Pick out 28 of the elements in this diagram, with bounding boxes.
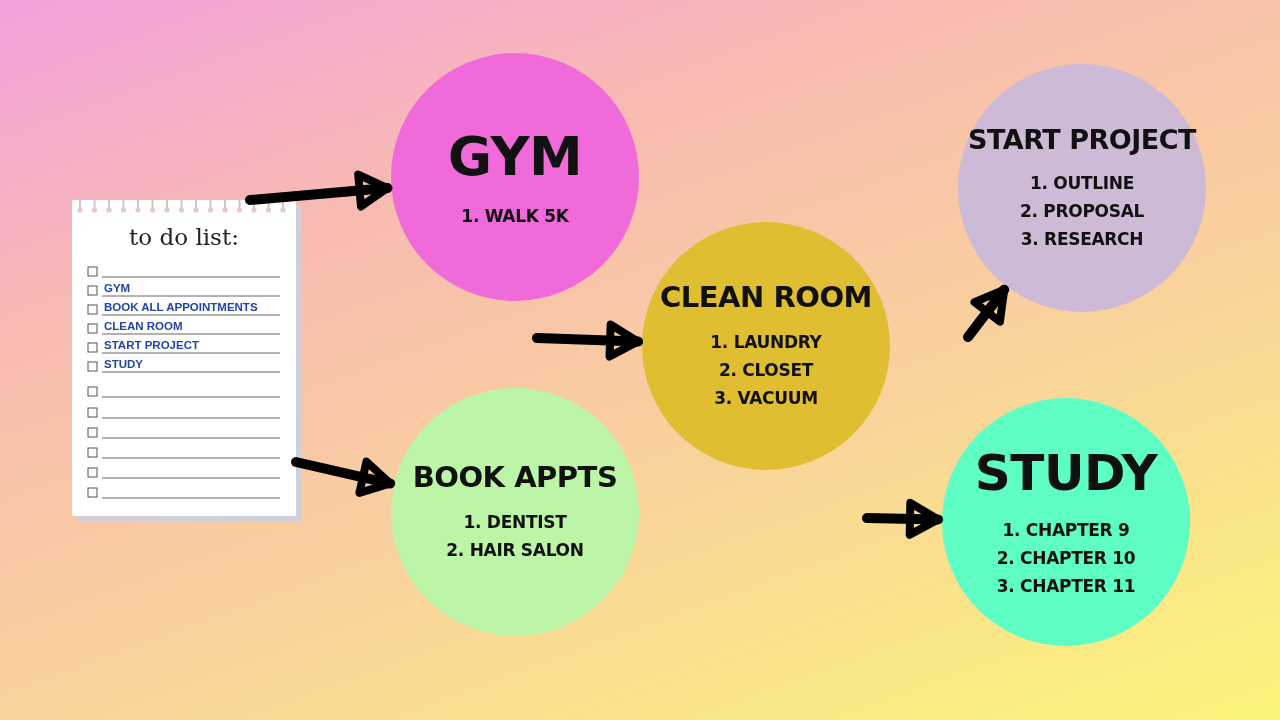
task-item: 1. OUTLINE <box>1029 171 1135 195</box>
task-item: 2. PROPOSAL <box>1019 199 1145 223</box>
task-item: 1. DENTIST <box>463 511 567 534</box>
task-item: 3. VACUUM <box>714 387 818 410</box>
list-item: BOOK ALL APPOINTMENTS <box>104 300 258 314</box>
arrow <box>245 170 393 211</box>
task-item: 2. CHAPTER 10 <box>996 547 1136 570</box>
list-item: START PROJECT <box>104 338 199 352</box>
arrow <box>291 457 396 497</box>
task-item: 1. WALK 5K <box>461 204 569 228</box>
list-item: STUDY <box>104 357 143 371</box>
list-item: CLEAN ROOM <box>104 319 183 333</box>
task-item: 1. CHAPTER 9 <box>1002 519 1130 542</box>
circle-title: STUDY <box>974 444 1158 502</box>
notepad-title: to do list: <box>128 224 240 250</box>
task-item: 3. RESEARCH <box>1020 227 1144 251</box>
arrow <box>862 498 944 539</box>
task-item: 3. CHAPTER 11 <box>996 575 1136 598</box>
arrow <box>963 284 1010 342</box>
task-item: 2. CLOSET <box>718 359 814 382</box>
arrow <box>532 320 644 361</box>
task-item: 2. HAIR SALON <box>446 539 584 562</box>
circle-title: GYM <box>447 124 583 188</box>
circle-title: START PROJECT <box>968 123 1196 155</box>
circle-title: BOOK APPTS <box>412 460 618 494</box>
list-item: GYM <box>104 281 131 295</box>
circle-title: CLEAN ROOM <box>660 280 872 314</box>
task-item: 1. LAUNDRY <box>710 331 822 354</box>
